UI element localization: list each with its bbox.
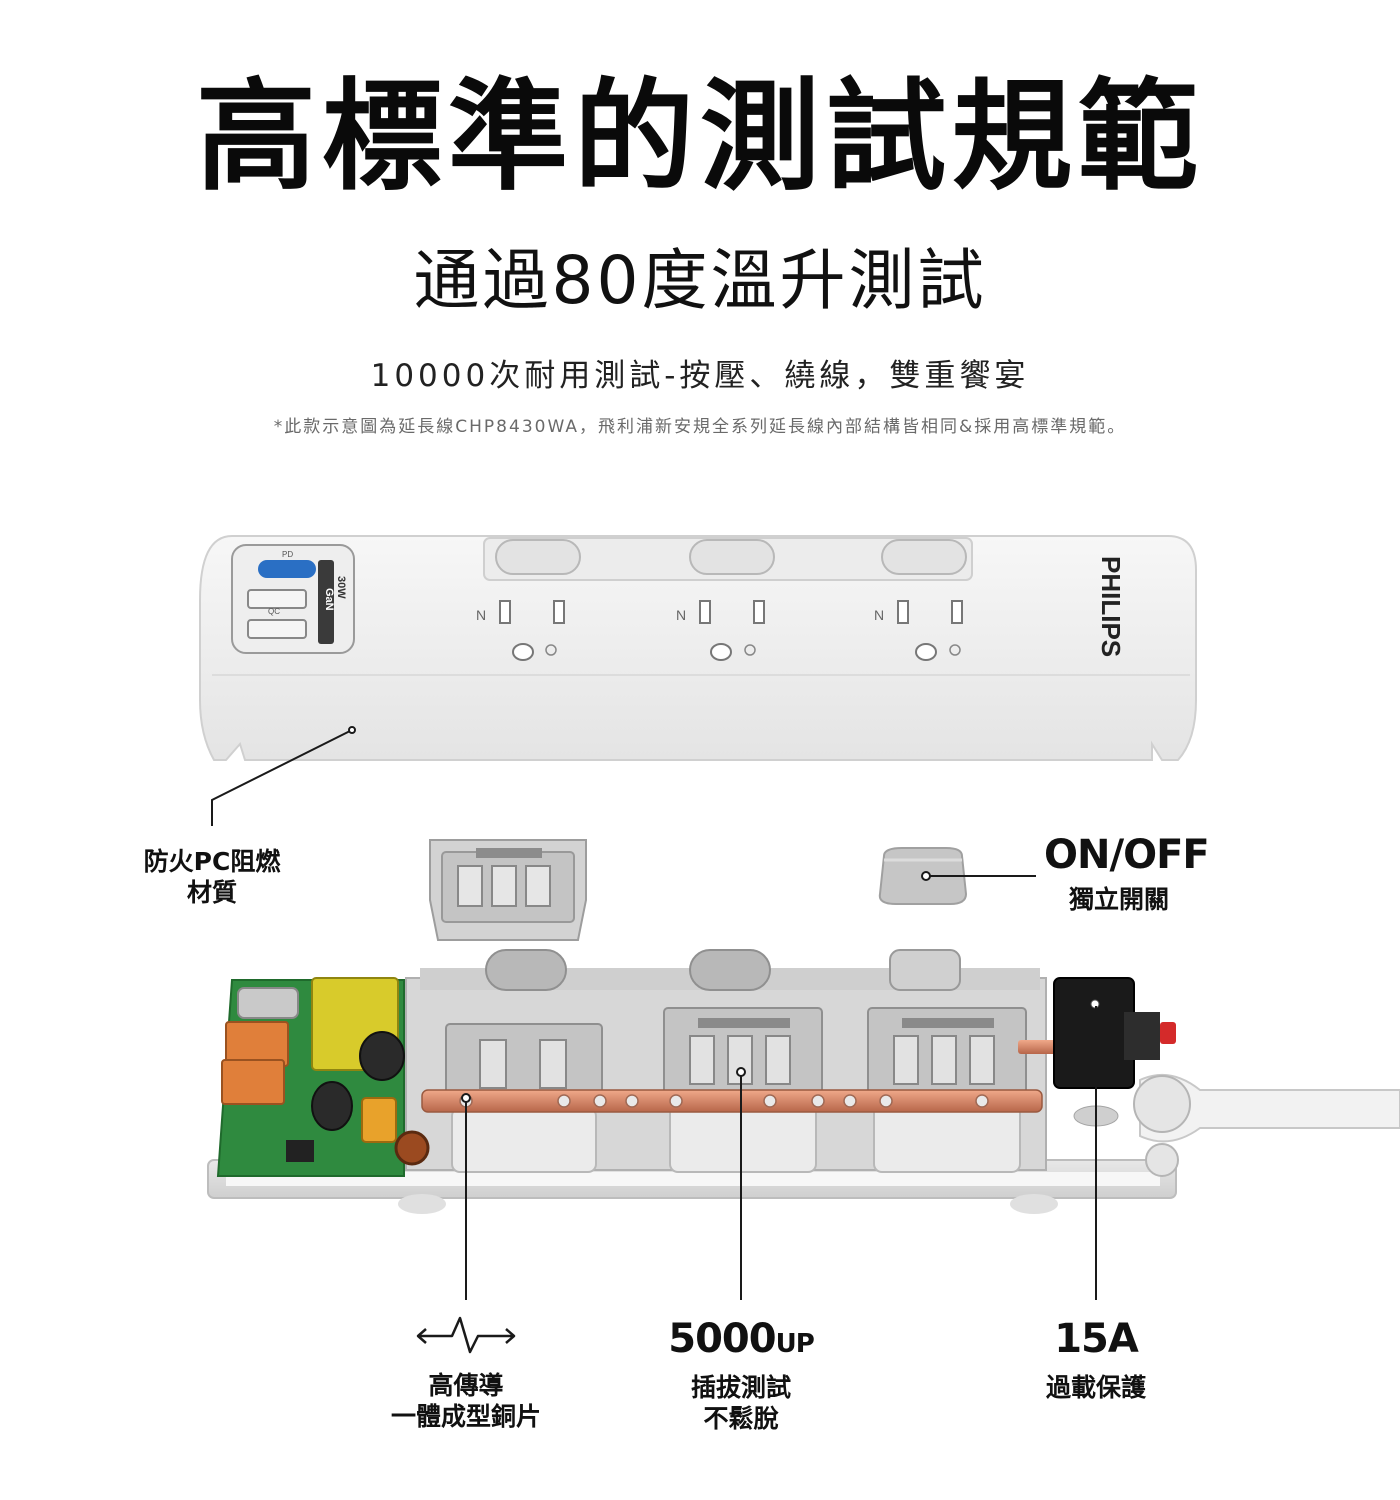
power-label: 30W [335,576,347,599]
usb-a-port [247,619,307,639]
pd-label: PD [282,550,293,559]
svg-text:N: N [874,607,884,623]
tagline: 10000次耐用測試-按壓、繞線，雙重饗宴 [370,358,1030,394]
usb-c-socket [237,987,299,1019]
switch-button [495,539,581,575]
switch-button [689,539,775,575]
socket-module [867,949,1027,1173]
gan-label: GaN [323,588,335,611]
top-cover: GaN 30W PD QC N N N [199,535,1197,761]
inductor [394,1130,430,1166]
callout-plug-test: 5000UP 插拔測試 不鬆脫 [641,1314,841,1435]
callout-switch-line1: 獨立開關 [1068,885,1169,914]
qc-label: QC [268,607,280,616]
outlet: N [476,600,565,661]
fuse [361,1097,397,1143]
callout-plug-headline: 5000UP [668,1316,815,1362]
callout-material: 防火PC阻燃 材質 [130,846,294,909]
callout-copper-line1: 高傳導 [428,1371,504,1400]
svg-text:N: N [676,607,686,623]
brand-logo: PHILIPS [1096,556,1126,657]
callout-plug-line1: 插拔測試 [690,1373,791,1402]
callout-plug-line2: 不鬆脫 [703,1404,779,1434]
callout-overload: 15A 過載保護 [1016,1314,1176,1403]
master-switch [1053,977,1176,1089]
capacitor [311,1081,353,1131]
socket-module-exploded [429,839,587,941]
copper-bus-bar [421,1040,1058,1113]
current-wave-icon [416,1316,516,1354]
usb-a-port [247,589,307,609]
capacitor [359,1031,405,1081]
usb-c-port [258,560,316,578]
callout-switch: ON/OFF 獨立開關 [1044,830,1210,915]
callout-copper: 高傳導 一體成型銅片 [366,1370,566,1433]
usb-panel: GaN 30W PD QC [231,544,355,654]
outlet: N [874,600,963,661]
socket-module [445,949,603,1173]
pcb-board [216,977,430,1177]
socket-module [663,949,823,1173]
callout-overload-headline: 15A [1054,1316,1139,1362]
gan-badge [318,560,334,644]
svg-text:N: N [476,607,486,623]
callout-copper-line2: 一體成型銅片 [390,1402,541,1432]
switch-button [881,539,967,575]
callout-material-line1: 防火PC阻燃 [143,847,281,876]
page-subtitle: 通過80度溫升測試 [413,242,987,319]
callout-switch-headline: ON/OFF [1044,832,1210,878]
page-title: 高標準的測試規範 [196,68,1204,207]
usb-a-socket [221,1059,285,1105]
outlet: N [676,600,765,661]
leader-line-material [211,729,353,826]
callout-material-line2: 材質 [186,878,237,908]
callout-overload-line1: 過載保護 [1045,1373,1146,1402]
footnote: *此款示意圖為延長線CHP8430WA，飛利浦新安規全系列延長線內部結構皆相同&… [273,417,1127,437]
